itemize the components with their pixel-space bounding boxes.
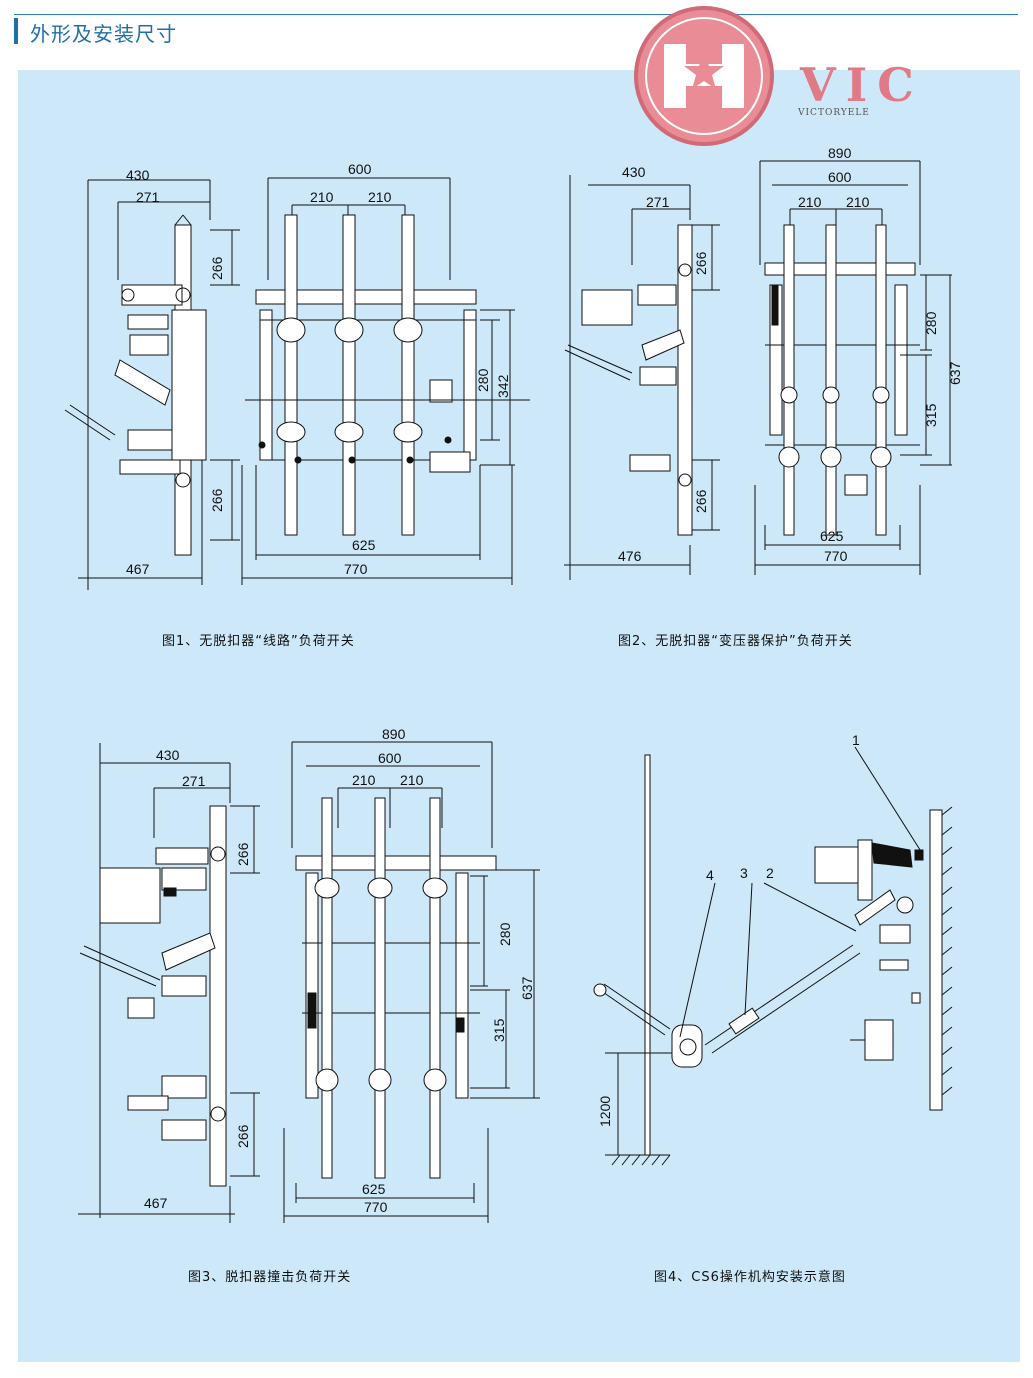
fig1-dim-210-left: 210 bbox=[310, 189, 334, 205]
fig2-dim-600: 600 bbox=[828, 169, 852, 185]
fig3-dim-625: 625 bbox=[362, 1181, 386, 1197]
header-accent-bar bbox=[14, 18, 18, 44]
fig3-dim-467: 467 bbox=[144, 1195, 168, 1211]
fig2-dim-430: 430 bbox=[622, 164, 646, 180]
fig2-dim-280: 280 bbox=[923, 311, 939, 335]
fig4-callout-1: 1 bbox=[852, 732, 860, 748]
fig1-dim-600: 600 bbox=[348, 161, 372, 177]
fig2-dim-315: 315 bbox=[923, 403, 939, 427]
fig3-dim-210-left: 210 bbox=[352, 772, 376, 788]
fig2-dim-210-right: 210 bbox=[846, 194, 870, 210]
fig2-dim-476: 476 bbox=[618, 548, 642, 564]
fig1-dim-467: 467 bbox=[126, 561, 150, 577]
page-title: 外形及安装尺寸 bbox=[30, 22, 177, 46]
fig3-dim-210-right: 210 bbox=[400, 772, 424, 788]
fig3-dim-266-bottom: 266 bbox=[235, 1124, 251, 1148]
figure-1-caption: 图1、无脱扣器“线路”负荷开关 bbox=[162, 634, 355, 649]
fig3-dim-315: 315 bbox=[491, 1018, 507, 1042]
fig2-dim-625: 625 bbox=[820, 528, 844, 544]
fig1-dim-770: 770 bbox=[344, 561, 368, 577]
figure-4-caption: 图4、CS6操作机构安装示意图 bbox=[654, 1270, 846, 1285]
fig3-dim-890: 890 bbox=[382, 726, 406, 742]
fig3-dim-280: 280 bbox=[497, 922, 513, 946]
fig3-dim-637: 637 bbox=[519, 976, 535, 1000]
fig2-dim-637: 637 bbox=[947, 361, 963, 385]
fig1-dim-280: 280 bbox=[475, 368, 491, 392]
vic-logo-icon bbox=[634, 6, 774, 146]
figure-3-drawing: 430 271 266 266 467 890 600 210 210 280 … bbox=[78, 726, 540, 1223]
fig3-dim-266-top: 266 bbox=[235, 842, 251, 866]
fig3-dim-600: 600 bbox=[378, 750, 402, 766]
figure-4-drawing: 1200 1 2 3 4 bbox=[593, 732, 953, 1166]
fig4-callout-4: 4 bbox=[706, 867, 714, 883]
fig4-callout-3: 3 bbox=[740, 865, 748, 881]
figure-1-drawing: 430 271 266 266 467 600 210 210 280 342 … bbox=[64, 161, 530, 590]
fig2-dim-266-top: 266 bbox=[693, 251, 709, 275]
fig2-dim-271: 271 bbox=[646, 194, 670, 210]
fig1-dim-430: 430 bbox=[126, 167, 150, 183]
fig1-dim-342: 342 bbox=[495, 374, 511, 398]
figure-2-drawing: 430 271 266 266 476 890 600 210 210 280 … bbox=[564, 145, 963, 580]
fig4-dim-1200: 1200 bbox=[597, 1096, 613, 1127]
fig1-dim-266-top: 266 bbox=[209, 256, 225, 280]
fig3-dim-271: 271 bbox=[182, 773, 206, 789]
fig1-dim-625: 625 bbox=[352, 537, 376, 553]
fig1-dim-271: 271 bbox=[136, 189, 160, 205]
header-rule bbox=[14, 14, 1018, 15]
figure-3-caption: 图3、脱扣器撞击负荷开关 bbox=[188, 1270, 352, 1285]
fig3-dim-770: 770 bbox=[364, 1199, 388, 1215]
fig2-dim-770: 770 bbox=[824, 548, 848, 564]
fig2-dim-210-left: 210 bbox=[798, 194, 822, 210]
fig1-dim-266-bottom: 266 bbox=[209, 488, 225, 512]
logo-subtext: VICTORYELE bbox=[798, 108, 870, 118]
fig2-dim-266-bottom: 266 bbox=[693, 489, 709, 513]
fig1-dim-210-right: 210 bbox=[368, 189, 392, 205]
fig4-callout-2: 2 bbox=[766, 865, 774, 881]
figure-2-caption: 图2、无脱扣器“变压器保护”负荷开关 bbox=[618, 634, 853, 649]
fig3-dim-430: 430 bbox=[156, 747, 180, 763]
logo-text: VIC bbox=[800, 58, 924, 112]
fig2-dim-890: 890 bbox=[828, 145, 852, 161]
